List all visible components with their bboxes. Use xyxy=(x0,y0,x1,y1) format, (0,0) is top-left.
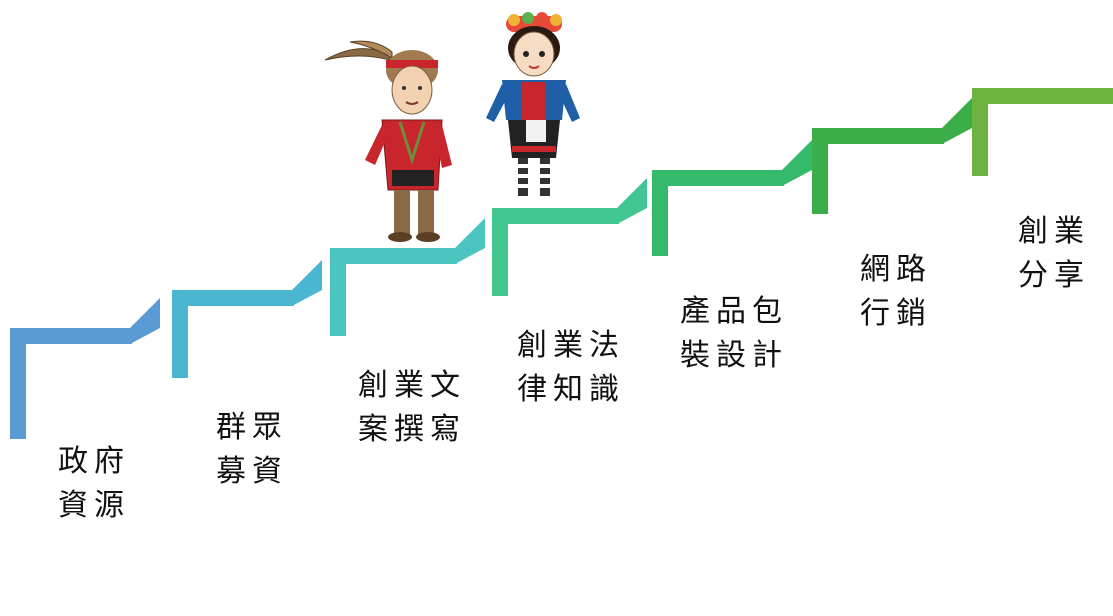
step-4-arrow xyxy=(617,178,647,208)
step-label-3: 創業文案撰寫 xyxy=(358,368,466,447)
step-7-riser xyxy=(972,88,988,176)
step-3-arrow-base xyxy=(455,248,485,264)
step-4-tread xyxy=(492,208,619,224)
step-5-arrow-base xyxy=(782,170,812,186)
step-3 xyxy=(330,218,485,336)
step-label-2: 群眾募資 xyxy=(216,410,288,489)
step-4 xyxy=(492,178,647,296)
step-1-arrow-base xyxy=(130,328,160,344)
step-6-tread xyxy=(812,128,944,144)
step-label-6: 網路行銷 xyxy=(860,252,932,331)
step-6-arrow-base xyxy=(942,128,972,144)
step-4-arrow-base xyxy=(617,208,647,224)
step-2 xyxy=(172,260,322,378)
step-5-riser xyxy=(652,170,668,256)
staircase-diagram: 政府資源 群眾募資 創業文案撰寫 創業法律知識 產品包裝設計 網路行銷 創業分享 xyxy=(10,12,1113,523)
step-label-1: 政府資源 xyxy=(58,444,130,523)
step-2-riser xyxy=(172,290,188,378)
step-2-arrow xyxy=(292,260,322,290)
step-2-tread xyxy=(172,290,294,306)
step-6 xyxy=(812,98,972,214)
step-5-arrow xyxy=(782,140,812,170)
step-label-5: 產品包裝設計 xyxy=(680,294,788,373)
step-5-tread xyxy=(652,170,784,186)
indigenous-boy-illustration xyxy=(324,40,452,242)
step-3-riser xyxy=(330,248,346,336)
step-4-riser xyxy=(492,208,508,296)
step-6-riser xyxy=(812,128,828,214)
step-6-arrow xyxy=(942,98,972,128)
step-1 xyxy=(10,298,160,439)
step-3-arrow xyxy=(455,218,485,248)
step-7-tread xyxy=(972,88,1113,104)
step-5 xyxy=(652,140,812,256)
indigenous-girl-illustration xyxy=(486,12,580,196)
step-7 xyxy=(972,88,1113,176)
step-3-tread xyxy=(330,248,457,264)
step-label-4: 創業法律知識 xyxy=(517,328,625,407)
step-1-arrow xyxy=(130,298,160,328)
staircase-graphic xyxy=(10,88,1113,439)
step-label-7: 創業分享 xyxy=(1018,214,1090,293)
step-2-arrow-base xyxy=(292,290,322,306)
step-1-tread xyxy=(10,328,132,344)
step-1-riser xyxy=(10,328,26,439)
